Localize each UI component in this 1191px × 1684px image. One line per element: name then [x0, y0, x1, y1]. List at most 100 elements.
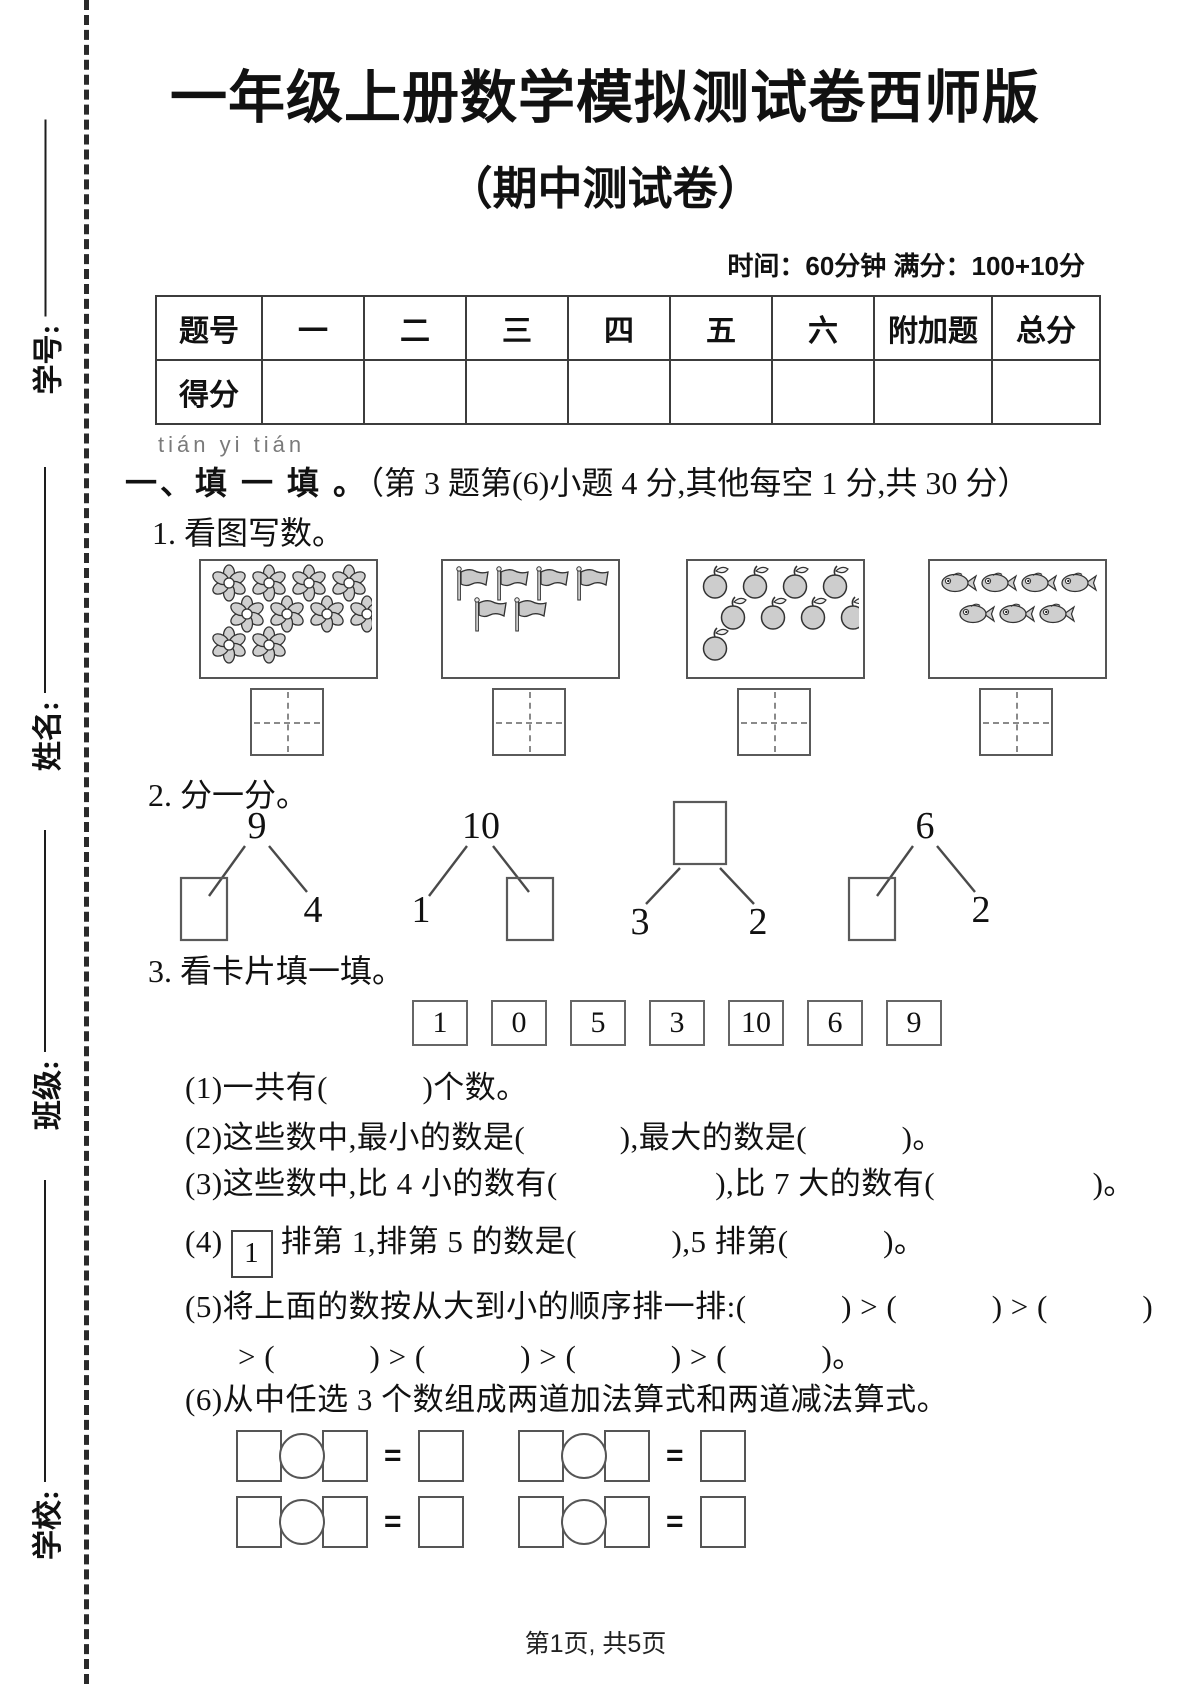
- number-cards-row: 1 0 5 3 10 6 9: [412, 1000, 942, 1046]
- bond-right-number: 2: [749, 901, 768, 943]
- score-cell: [991, 359, 1101, 425]
- operand-box: [236, 1496, 282, 1548]
- bond-top-number: 10: [462, 805, 500, 847]
- picture-box-apples: [686, 559, 867, 679]
- equals-sign: =: [666, 1439, 684, 1472]
- operand-box: [518, 1496, 564, 1548]
- sidebar-item-name: 姓名:: [25, 467, 65, 771]
- equation-template-2: =: [518, 1430, 746, 1482]
- operand-box: [236, 1430, 282, 1482]
- subquestion-5-line-2: > ( ) > ( ) > ( ) > ( )。: [238, 1339, 864, 1374]
- fish-picture: [941, 572, 1097, 624]
- bond-blank-box: [505, 876, 555, 942]
- bond-top-number: 6: [916, 805, 935, 847]
- score-header-cell: 附加题: [873, 295, 993, 361]
- equals-sign: =: [384, 1505, 402, 1538]
- score-header-cell: 题号: [155, 295, 263, 361]
- bond-blank-box: [847, 876, 897, 942]
- equation-template-4: =: [518, 1496, 746, 1548]
- equals-sign: =: [666, 1505, 684, 1538]
- question-3-label: 3. 看卡片填一填。: [148, 953, 405, 989]
- answer-grid-2: [492, 688, 566, 756]
- grid-dashed-horizontal: [741, 722, 807, 724]
- score-cell: [873, 359, 993, 425]
- paper-title: 一年级上册数学模拟测试卷西师版: [170, 66, 1040, 130]
- school-blank-line: [44, 1180, 46, 1482]
- score-cell: [261, 359, 365, 425]
- question-2-label: 2. 分一分。: [148, 777, 309, 813]
- operand-box: [604, 1430, 650, 1482]
- grid-dashed-horizontal: [983, 722, 1049, 724]
- score-row-label: 得分: [155, 359, 263, 425]
- score-table: 题号 一 二 三 四 五 六 附加题 总分 得分: [155, 295, 1101, 425]
- subquestion-2: (2)这些数中,最小的数是( ),最大的数是( )。: [185, 1120, 944, 1155]
- subquestion-1: (1)一共有( )个数。: [185, 1070, 528, 1105]
- result-box: [699, 1496, 746, 1548]
- flags-picture: [456, 566, 609, 632]
- number-bond-3: 3 2: [631, 800, 768, 943]
- bond-blank-box: [672, 800, 728, 866]
- operand-box: [322, 1430, 368, 1482]
- section-one-heading-bold: 一、填 一 填 。: [125, 465, 369, 501]
- bond-left-number: 1: [412, 889, 431, 931]
- sidebar-item-student-id: 学号:: [26, 119, 66, 395]
- equals-sign: =: [384, 1439, 402, 1472]
- score-cell: [771, 359, 875, 425]
- picture-box-fish: [928, 559, 1107, 679]
- sidebar-item-school: 学校:: [25, 1180, 65, 1560]
- student-id-label: 学号:: [32, 324, 66, 395]
- number-card: 10: [728, 1000, 784, 1046]
- operand-box: [604, 1496, 650, 1548]
- number-card: 1: [412, 1000, 468, 1046]
- score-cell: [465, 359, 569, 425]
- grid-dashed-horizontal: [496, 722, 562, 724]
- question-1-label: 1. 看图写数。: [152, 515, 345, 551]
- exam-time-score-info: 时间：60分钟 满分：100+10分: [727, 251, 1085, 281]
- pinyin-annotation: tián yi tián: [158, 432, 306, 457]
- apples-picture: [702, 565, 867, 661]
- school-label: 学校:: [32, 1490, 65, 1560]
- operator-circle: [561, 1499, 607, 1545]
- operator-circle: [561, 1433, 607, 1479]
- bond-right-number: 4: [304, 889, 323, 931]
- page-footer: 第1页, 共5页: [524, 1630, 667, 1658]
- number-card: 6: [807, 1000, 863, 1046]
- result-box: [417, 1430, 464, 1482]
- equation-template-3: =: [236, 1496, 464, 1548]
- operator-circle: [279, 1433, 325, 1479]
- student-id-blank-line: [44, 119, 47, 317]
- score-header-cell: 六: [771, 295, 875, 361]
- score-header-cell: 二: [363, 295, 467, 361]
- score-header-cell: 一: [261, 295, 365, 361]
- score-cell: [363, 359, 467, 425]
- class-label: 班级:: [32, 1060, 65, 1130]
- score-header-cell: 三: [465, 295, 569, 361]
- picture-box-flowers: [199, 559, 386, 679]
- operand-box: [518, 1430, 564, 1482]
- binding-dashed-line: [84, 0, 89, 1684]
- paper-subtitle: （期中测试卷）: [447, 163, 763, 214]
- result-box: [699, 1430, 746, 1482]
- bond-right-number: 2: [972, 889, 991, 931]
- score-cell: [567, 359, 671, 425]
- subquestion-4-number-box: 1: [230, 1229, 273, 1278]
- number-bond-2: 10 1: [412, 805, 555, 942]
- score-header-cell: 五: [669, 295, 773, 361]
- bond-blank-box: [179, 876, 229, 942]
- subquestion-4-text: 排第 1,排第 5 的数是( ),5 排第( )。: [280, 1224, 926, 1259]
- number-card: 5: [570, 1000, 626, 1046]
- number-card: 3: [649, 1000, 705, 1046]
- score-table-header-row: 题号 一 二 三 四 五 六 附加题 总分: [155, 295, 1101, 361]
- score-table-score-row: 得分: [155, 359, 1101, 425]
- subquestion-4-prefix: (4): [185, 1224, 223, 1259]
- sidebar-item-class: 班级:: [25, 830, 65, 1130]
- grid-dashed-horizontal: [254, 722, 320, 724]
- name-label: 姓名:: [32, 701, 65, 771]
- score-header-cell: 四: [567, 295, 671, 361]
- result-box: [417, 1496, 464, 1548]
- subquestion-6: (6)从中任选 3 个数组成两道加法算式和两道减法算式。: [185, 1382, 949, 1417]
- class-blank-line: [44, 830, 46, 1052]
- number-card: 0: [491, 1000, 547, 1046]
